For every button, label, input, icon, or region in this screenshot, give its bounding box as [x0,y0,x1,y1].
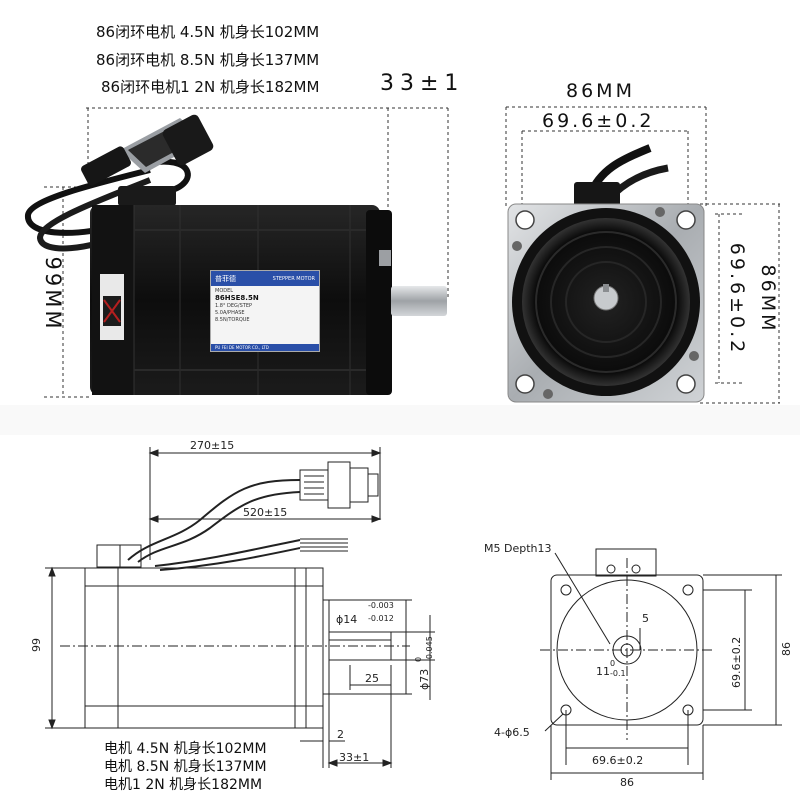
side-shaft-length-label: 33±1 [339,751,369,764]
holes-label: 4-ϕ6.5 [494,726,530,739]
spec-line-2: 86闭环电机 8.5N 机身长137MM [96,51,320,69]
nameplate-header: 普菲德 STEPPER MOTOR [211,271,319,286]
key-length-label: 25 [365,672,379,685]
front-outer-v-label: 86 [780,642,793,656]
flat-tol-lower-label: -0.1 [610,669,626,678]
tap-note-label: M5 Depth13 [484,542,552,555]
key-depth-label: 5 [642,612,649,625]
bottom-spec-line-1: 电机 4.5N 机身长102MM [104,741,267,757]
nameplate-model-label: MODEL [215,288,234,294]
nameplate-torque: 8.5N/TORQUE [215,317,250,323]
photo-dimension-lines [44,106,780,404]
spec-line-3: 86闭环电机1 2N 机身长182MM [101,78,320,96]
shaft-tol-upper-label: -0.003 [368,601,394,610]
db9-connector [81,114,214,186]
photo-face-width-label: 86MM [566,80,635,102]
nameplate-tag: STEPPER MOTOR [272,275,315,282]
side-height-label: 99 [30,638,43,652]
flat-dim-label: 11 [596,665,610,678]
shaft-tol-lower-label: -0.012 [368,614,394,623]
flat-tol-upper-label: 0 [610,659,615,668]
flange-thickness-label: 2 [337,728,344,741]
side-view-drawing [45,447,435,768]
photo-shaft-length-label: 33±1 [380,71,465,96]
bottom-spec-line-3: 电机1 2N 机身长182MM [104,777,263,793]
front-view-drawing [540,548,782,780]
bottom-spec-line-2: 电机 8.5N 机身长137MM [104,759,267,775]
front-hole-spacing-h-label: 69.6±0.2 [592,754,643,767]
nameplate-step: 1.8° DEG/STEP [215,303,253,309]
nameplate-maker: PU FEI DE MOTOR CO., LTD [211,344,319,351]
photo-hole-spacing-h-label: 69.6±0.2 [542,110,655,132]
cable-length-1-label: 270±15 [190,439,234,452]
nameplate-model: 86HSE8.5N [215,294,259,302]
boss-tol-upper-label: 0 [414,657,423,662]
front-outer-h-label: 86 [620,776,634,789]
nameplate-brand: 普菲德 [215,274,236,283]
boss-tol-lower-label: -0.045 [425,636,434,662]
nameplate-current: 5.0A/PHASE [215,310,245,316]
nameplate: 普菲德 STEPPER MOTOR MODEL 86HSE8.5N 1.8° D… [210,270,320,352]
motor-front-photo [507,144,705,403]
cable-length-2-label: 520±15 [243,506,287,519]
boss-dia-label: ϕ73 [418,669,431,690]
spec-line-1: 86闭环电机 4.5N 机身长102MM [96,23,320,41]
front-hole-spacing-v-label: 69.6±0.2 [730,637,743,688]
shaft-dia-label: ϕ14 [336,613,357,626]
